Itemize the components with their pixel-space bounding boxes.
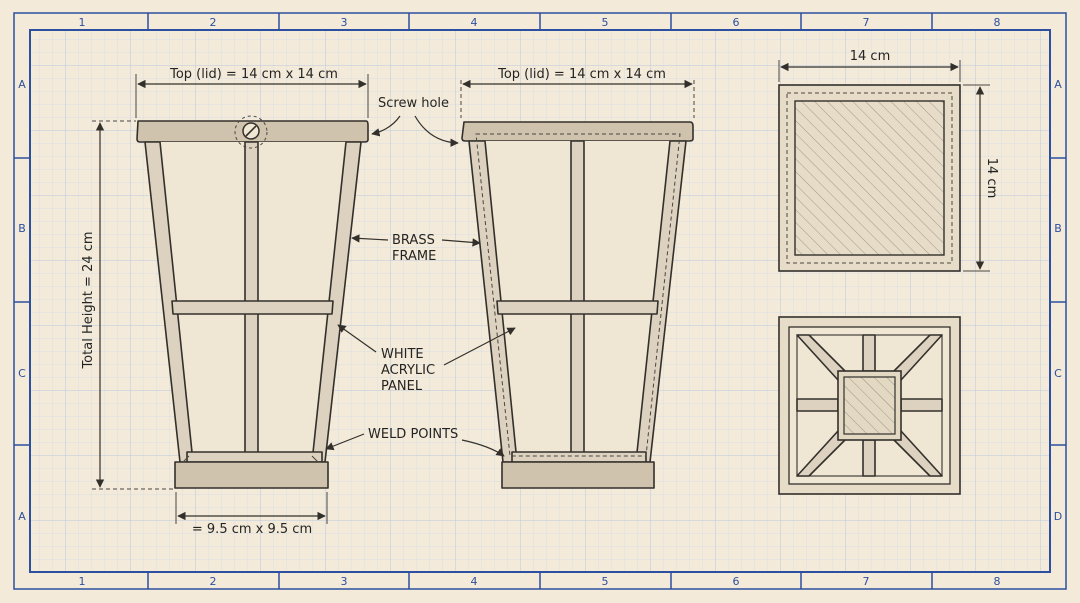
side-cross-bar	[496, 300, 659, 315]
height-dimension: Total Height = 24 cm	[81, 120, 176, 490]
acrylic-label-3: PANEL	[381, 379, 423, 394]
brass-frame-label-1: BRASS	[392, 233, 435, 248]
callout-acrylic-panel: WHITE ACRYLIC PANEL	[337, 324, 516, 394]
side-top-dim-label: Top (lid) = 14 cm x 14 cm	[497, 67, 666, 82]
row-label: A	[18, 510, 26, 523]
screw-hole-label: Screw hole	[378, 96, 449, 111]
column-label: 1	[79, 16, 86, 29]
column-label: 4	[471, 16, 478, 29]
column-label: 7	[863, 16, 870, 29]
height-dim-label: Total Height = 24 cm	[81, 231, 96, 369]
row-label: C	[18, 367, 26, 380]
side-lid	[461, 121, 694, 142]
top-width-label: 14 cm	[850, 49, 891, 64]
cross-left	[796, 398, 839, 412]
column-label: 1	[79, 575, 86, 588]
front-view	[136, 115, 369, 489]
callout-brass-frame: BRASS FRAME	[351, 233, 481, 264]
acrylic-label-1: WHITE	[381, 347, 424, 362]
sheet-border	[13, 12, 1067, 590]
screw-slot	[245, 125, 257, 137]
column-label: 6	[733, 575, 740, 588]
row-label: A	[1054, 78, 1062, 91]
top-view-depth-dimension: 14 cm	[963, 84, 999, 272]
cross-top	[862, 334, 876, 372]
column-label: 6	[733, 16, 740, 29]
hidden-outline	[475, 133, 681, 457]
column-label: 4	[471, 575, 478, 588]
column-label: 8	[994, 16, 1001, 29]
side-base	[501, 461, 655, 489]
cross-right	[900, 398, 943, 412]
top-view	[778, 84, 961, 272]
base-dim-label: = 9.5 cm x 9.5 cm	[192, 522, 312, 537]
side-view	[461, 121, 694, 489]
column-label: 3	[341, 16, 348, 29]
side-bottom-rail	[511, 451, 647, 463]
column-label: 8	[994, 575, 1001, 588]
acrylic-label-2: ACRYLIC	[381, 363, 435, 378]
center-bar	[244, 141, 259, 457]
bottom-rail	[186, 451, 323, 463]
column-labels-bottom: 1 2 3 4 5 6 7 8	[79, 575, 1001, 588]
column-label: 2	[210, 16, 217, 29]
side-center-bar	[570, 140, 585, 457]
weld-points-label: WELD POINTS	[368, 427, 458, 442]
callout-screw-hole: Screw hole	[371, 96, 459, 147]
base-dimension: = 9.5 cm x 9.5 cm	[175, 492, 328, 537]
front-top-dim-label: Top (lid) = 14 cm x 14 cm	[169, 67, 338, 82]
base	[174, 461, 329, 489]
front-top-dimension: Top (lid) = 14 cm x 14 cm	[135, 67, 369, 118]
column-label: 5	[602, 16, 609, 29]
row-label: B	[1054, 222, 1062, 235]
cross-bar	[171, 300, 334, 315]
brass-frame-label-2: FRAME	[392, 249, 436, 264]
screw-hole-circle	[234, 115, 268, 149]
row-labels-right: A B C D	[1054, 78, 1062, 523]
row-label: C	[1054, 367, 1062, 380]
column-label: 5	[602, 575, 609, 588]
top-view-width-dimension: 14 cm	[778, 49, 961, 82]
callout-weld-points: WELD POINTS	[325, 427, 505, 457]
row-label: B	[18, 222, 26, 235]
bottom-view	[778, 316, 961, 495]
column-labels-top: 1 2 3 4 5 6 7 8	[79, 16, 1001, 29]
column-label: 2	[210, 575, 217, 588]
top-depth-label: 14 cm	[984, 158, 999, 199]
cross-bottom	[862, 439, 876, 477]
row-labels-left: A B C A	[18, 78, 26, 523]
column-label: 7	[863, 575, 870, 588]
column-label: 3	[341, 575, 348, 588]
side-top-dimension: Top (lid) = 14 cm x 14 cm	[460, 67, 695, 118]
weld-marks	[182, 455, 319, 463]
row-label: A	[18, 78, 26, 91]
row-label: D	[1054, 510, 1062, 523]
